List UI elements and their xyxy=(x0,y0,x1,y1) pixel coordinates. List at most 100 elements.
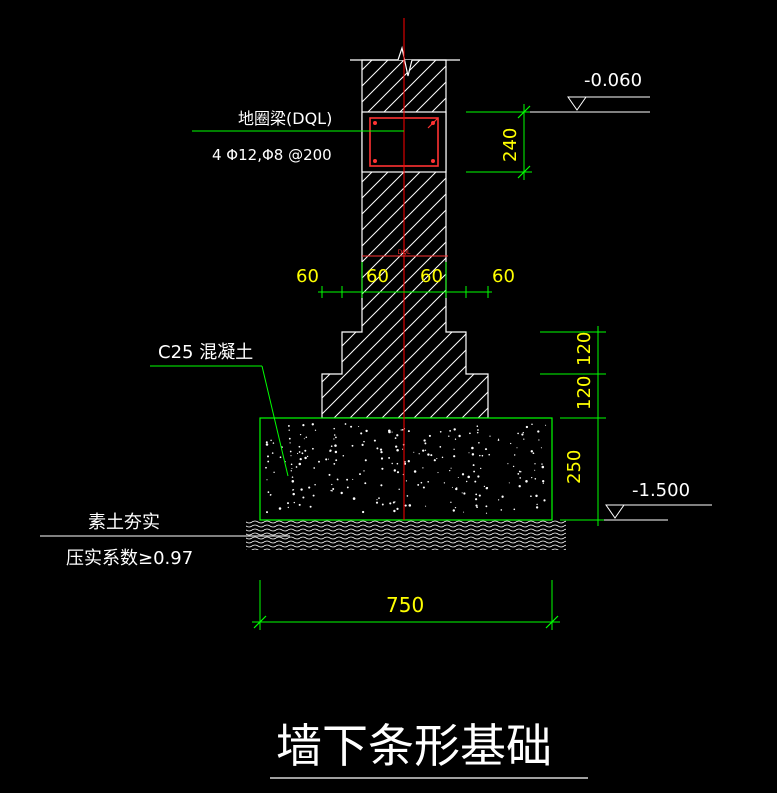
aggregate-dot xyxy=(292,492,295,496)
aggregate-dot xyxy=(312,494,315,497)
aggregate-dot xyxy=(531,476,533,479)
aggregate-dot xyxy=(331,490,333,492)
aggregate-dot xyxy=(472,464,475,467)
aggregate-dot xyxy=(298,503,301,506)
aggregate-dot xyxy=(542,480,545,483)
aggregate-dot xyxy=(293,501,295,504)
aggregate-dot xyxy=(404,462,407,465)
aggregate-dot xyxy=(334,444,337,447)
aggregate-dot xyxy=(300,488,303,491)
aggregate-dot xyxy=(514,454,516,456)
aggregate-dot xyxy=(272,442,275,444)
aggregate-dot xyxy=(396,449,399,452)
aggregate-dot xyxy=(453,455,456,458)
dim-step-lower-height: 120 xyxy=(574,376,595,410)
aggregate-dot xyxy=(308,486,311,489)
aggregate-dot xyxy=(288,429,290,431)
aggregate-dot xyxy=(454,438,457,440)
concrete-leader-d xyxy=(261,365,289,477)
aggregate-dot xyxy=(451,486,453,488)
aggregate-dot xyxy=(330,489,332,492)
aggregate-dot xyxy=(298,451,301,453)
beam-rebar-label: 4 Φ12,Φ8 @200 xyxy=(212,146,332,164)
aggregate-dot xyxy=(329,450,331,452)
aggregate-dot xyxy=(396,507,399,510)
aggregate-dot xyxy=(269,494,271,496)
aggregate-dot xyxy=(298,462,302,466)
aggregate-dot xyxy=(483,485,486,488)
aggregate-dot xyxy=(454,506,457,509)
beam-name-label: 地圈梁(DQL) xyxy=(238,109,332,128)
aggregate-dot xyxy=(545,424,547,426)
aggregate-dot xyxy=(480,467,482,470)
aggregate-dot xyxy=(265,443,269,446)
aggregate-dot xyxy=(538,439,540,441)
dim-beam-tick-bottom xyxy=(517,165,531,179)
aggregate-dot xyxy=(475,493,478,496)
aggregate-dot xyxy=(461,473,465,476)
aggregate-dot xyxy=(423,439,426,442)
aggregate-dot xyxy=(396,462,399,465)
aggregate-dot xyxy=(523,438,525,440)
elevation-bottom-value: -1.500 xyxy=(632,480,690,501)
aggregate-dot xyxy=(450,501,452,503)
aggregate-dot xyxy=(540,447,542,449)
aggregate-dot xyxy=(404,504,407,507)
aggregate-dot xyxy=(521,433,524,436)
aggregate-dot xyxy=(407,460,410,463)
aggregate-dot xyxy=(352,478,354,480)
aggregate-dot xyxy=(394,501,396,503)
aggregate-dot xyxy=(519,477,522,479)
aggregate-dot xyxy=(342,454,345,457)
aggregate-dot xyxy=(396,471,400,474)
aggregate-dot xyxy=(299,433,302,436)
aggregate-dot xyxy=(394,437,397,439)
aggregate-dot xyxy=(302,424,305,427)
aggregate-dot xyxy=(350,425,353,428)
aggregate-dot xyxy=(364,459,367,462)
aggregate-dot xyxy=(471,446,474,450)
aggregate-dot xyxy=(314,429,317,431)
aggregate-dot xyxy=(392,501,395,504)
aggregate-dot xyxy=(381,467,384,470)
dim-step-upper-height: 120 xyxy=(574,332,595,366)
aggregate-dot xyxy=(449,469,451,472)
rebar-dot-br xyxy=(431,159,435,163)
aggregate-dot xyxy=(337,479,339,481)
aggregate-dot xyxy=(522,432,524,434)
aggregate-dot xyxy=(266,511,268,514)
aggregate-dot xyxy=(318,460,320,463)
aggregate-dot xyxy=(401,429,404,431)
aggregate-dot xyxy=(388,429,391,433)
aggregate-dot xyxy=(265,441,268,444)
aggregate-dot xyxy=(325,458,328,461)
aggregate-dot xyxy=(287,506,289,509)
aggregate-dot xyxy=(481,454,484,457)
aggregate-dot xyxy=(299,457,302,461)
aggregate-dot xyxy=(467,475,470,479)
aggregate-dot xyxy=(501,495,504,498)
dim-beam-height: 240 xyxy=(500,128,521,162)
aggregate-dot xyxy=(333,434,336,436)
aggregate-dot xyxy=(497,439,500,441)
aggregate-dot xyxy=(265,466,267,469)
aggregate-dot xyxy=(441,456,444,459)
aggregate-dot xyxy=(304,456,307,460)
aggregate-dot xyxy=(402,448,404,450)
aggregate-dot xyxy=(422,467,424,469)
aggregate-dot xyxy=(298,445,301,448)
aggregate-dot xyxy=(378,497,380,499)
aggregate-dot xyxy=(363,470,365,472)
aggregate-dot xyxy=(267,460,270,463)
drawing-title: 墙下条形基础 xyxy=(276,719,552,773)
aggregate-dot xyxy=(485,512,488,514)
aggregate-dot xyxy=(436,458,438,460)
aggregate-dot xyxy=(420,481,423,484)
aggregate-dot xyxy=(518,485,521,488)
dim-step-outer-left: 60 xyxy=(296,266,319,287)
aggregate-dot xyxy=(404,461,406,463)
aggregate-dot xyxy=(380,484,383,487)
aggregate-dot xyxy=(361,443,364,446)
aggregate-dot xyxy=(278,507,282,510)
aggregate-dot xyxy=(485,505,488,508)
